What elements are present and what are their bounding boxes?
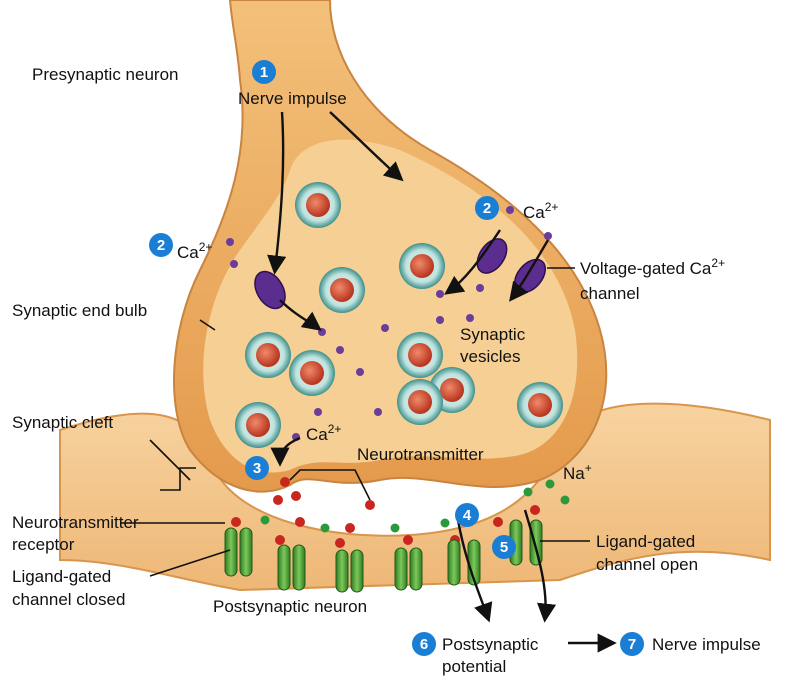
vesicle [517, 382, 563, 428]
calcium-ions [226, 206, 552, 441]
label-voltage-gated-channel: Voltage-gated Ca2+ [580, 256, 725, 278]
label-synaptic-end-bulb: Synaptic end bulb [12, 301, 147, 320]
step-badges: 1 2 2 3 4 5 6 7 [149, 60, 644, 656]
label-lg-open-1: Ligand-gated [596, 532, 695, 551]
label-ca-right: Ca2+ [523, 200, 558, 222]
vesicle [245, 332, 291, 378]
vesicle [289, 350, 335, 396]
label-ca-left: Ca2+ [177, 240, 212, 262]
step-badge-4: 4 [455, 503, 479, 527]
labels: Presynaptic neuron Nerve impulse Ca2+ Ca… [12, 65, 761, 676]
label-lg-closed-1: Ligand-gated [12, 567, 111, 586]
label-postsynaptic-neuron: Postsynaptic neuron [213, 597, 367, 616]
label-synaptic-vesicles-2: vesicles [460, 347, 520, 366]
svg-text:4: 4 [463, 507, 472, 524]
process-arrows [120, 111, 617, 653]
svg-text:7: 7 [628, 636, 636, 653]
vesicle [397, 332, 443, 378]
receptor-closed [277, 544, 306, 591]
label-nerve-impulse-top: Nerve impulse [238, 89, 347, 108]
svg-text:3: 3 [253, 460, 261, 477]
vesicle [295, 182, 341, 228]
vesicle [235, 402, 281, 448]
synaptic-vesicles [235, 182, 563, 448]
vesicle [399, 243, 445, 289]
label-nerve-impulse-bottom: Nerve impulse [652, 635, 761, 654]
step-badge-2-right: 2 [475, 196, 499, 220]
label-postsynaptic-potential-1: Postsynaptic [442, 635, 539, 654]
label-neurotransmitter: Neurotransmitter [357, 445, 484, 464]
label-synaptic-vesicles-1: Synaptic [460, 325, 526, 344]
step-badge-3: 3 [245, 456, 269, 480]
label-presynaptic-neuron: Presynaptic neuron [32, 65, 178, 84]
svg-text:2: 2 [483, 200, 491, 217]
receptor-closed [394, 547, 423, 591]
step-badge-5: 5 [492, 535, 516, 559]
neurotransmitter-molecules [231, 477, 540, 548]
svg-text:6: 6 [420, 636, 428, 653]
label-lg-closed-2: channel closed [12, 590, 125, 609]
receptor-closed [335, 549, 364, 593]
label-lg-open-2: channel open [596, 555, 698, 574]
svg-text:2: 2 [157, 237, 165, 254]
step-badge-2-left: 2 [149, 233, 173, 257]
vesicle [397, 379, 443, 425]
step-badge-1: 1 [252, 60, 276, 84]
label-nt-receptor-1: Neurotransmitter [12, 513, 139, 532]
label-synaptic-cleft: Synaptic cleft [12, 413, 113, 432]
label-voltage-gated-channel-2: channel [580, 284, 640, 303]
label-nt-receptor-2: receptor [12, 535, 75, 554]
svg-text:5: 5 [500, 539, 508, 556]
vesicle [319, 267, 365, 313]
label-postsynaptic-potential-2: potential [442, 657, 506, 676]
svg-text:1: 1 [260, 64, 268, 81]
step-badge-7: 7 [620, 632, 644, 656]
sodium-ions [260, 479, 570, 533]
label-na: Na+ [563, 461, 592, 483]
step-badge-6: 6 [412, 632, 436, 656]
label-ca-cleft: Ca2+ [306, 422, 341, 444]
